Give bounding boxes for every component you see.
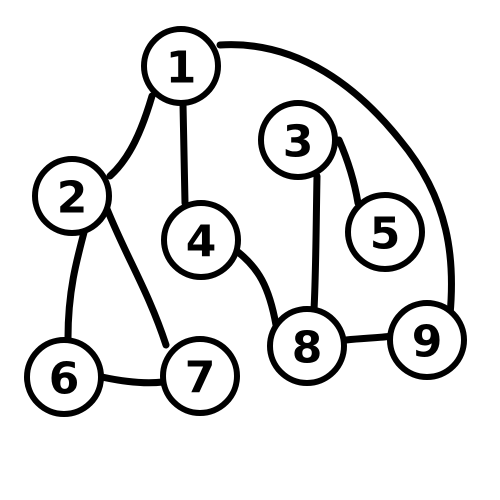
edge-2-7	[101, 200, 170, 349]
node-1: 1	[141, 26, 221, 106]
node-circle-2	[32, 156, 112, 236]
node-6: 6	[24, 337, 104, 417]
edge-8-9	[342, 332, 396, 344]
edge-1-4	[179, 100, 189, 207]
node-label-6: 6	[49, 354, 80, 405]
node-label-8: 8	[292, 323, 323, 374]
edge-4-8	[234, 248, 280, 329]
node-label-7: 7	[185, 353, 216, 404]
edge-3-8	[310, 172, 321, 314]
node-circle-7	[160, 336, 240, 416]
node-label-3: 3	[283, 117, 314, 168]
node-2: 2	[32, 156, 112, 236]
node-label-9: 9	[412, 317, 443, 368]
node-4: 4	[161, 200, 241, 280]
edges-layer	[64, 41, 455, 387]
node-circle-6	[24, 337, 104, 417]
node-circle-1	[141, 26, 221, 106]
edge-2-6	[64, 221, 90, 342]
node-3: 3	[258, 100, 338, 180]
node-label-4: 4	[186, 217, 217, 268]
edge-1-2	[106, 92, 156, 180]
node-5: 5	[345, 192, 425, 272]
node-circle-8	[267, 306, 347, 386]
node-label-2: 2	[57, 173, 88, 224]
edge-3-5	[335, 136, 362, 207]
node-circle-5	[345, 192, 425, 272]
node-circle-3	[258, 100, 338, 180]
nodes-layer: 1 2 3 4 5 6 7 8 9	[24, 26, 467, 417]
edge-6-7	[98, 373, 167, 387]
node-7: 7	[160, 336, 240, 416]
node-8: 8	[267, 306, 347, 386]
node-9: 9	[387, 300, 467, 380]
node-circle-4	[161, 200, 241, 280]
node-label-1: 1	[166, 43, 197, 94]
edge-1-9	[216, 41, 455, 319]
node-label-5: 5	[370, 209, 401, 260]
node-circle-9	[387, 300, 467, 380]
